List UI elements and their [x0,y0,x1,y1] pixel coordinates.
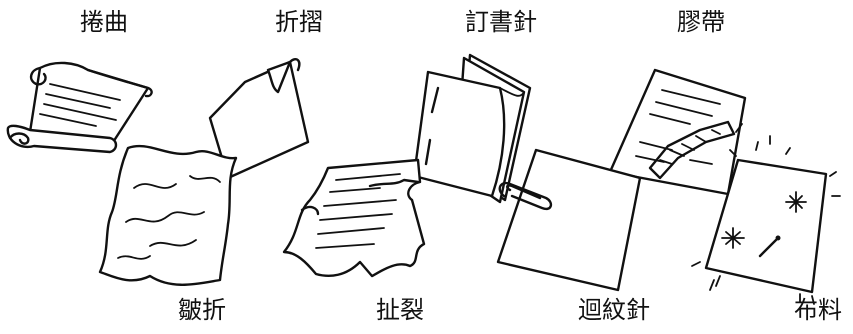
label-paper-clip: 迴紋針 [578,296,650,324]
label-fabric: 布料 [794,296,842,324]
label-folded: 折摺 [275,8,323,36]
torn-paper-illustration [282,158,426,278]
label-staples: 訂書針 [465,8,537,36]
label-wrinkled: 皺折 [178,296,226,324]
fabric-illustration [691,135,841,305]
label-torn: 扯裂 [376,296,424,324]
wrinkled-paper-illustration [98,145,238,286]
curled-paper-illustration [6,61,153,154]
taped-paper-illustration [608,68,747,196]
paper-clip-illustration [496,148,642,292]
stapled-paper-illustration [412,53,532,204]
label-curled: 捲曲 [80,8,128,36]
label-tape: 膠帶 [677,8,725,36]
